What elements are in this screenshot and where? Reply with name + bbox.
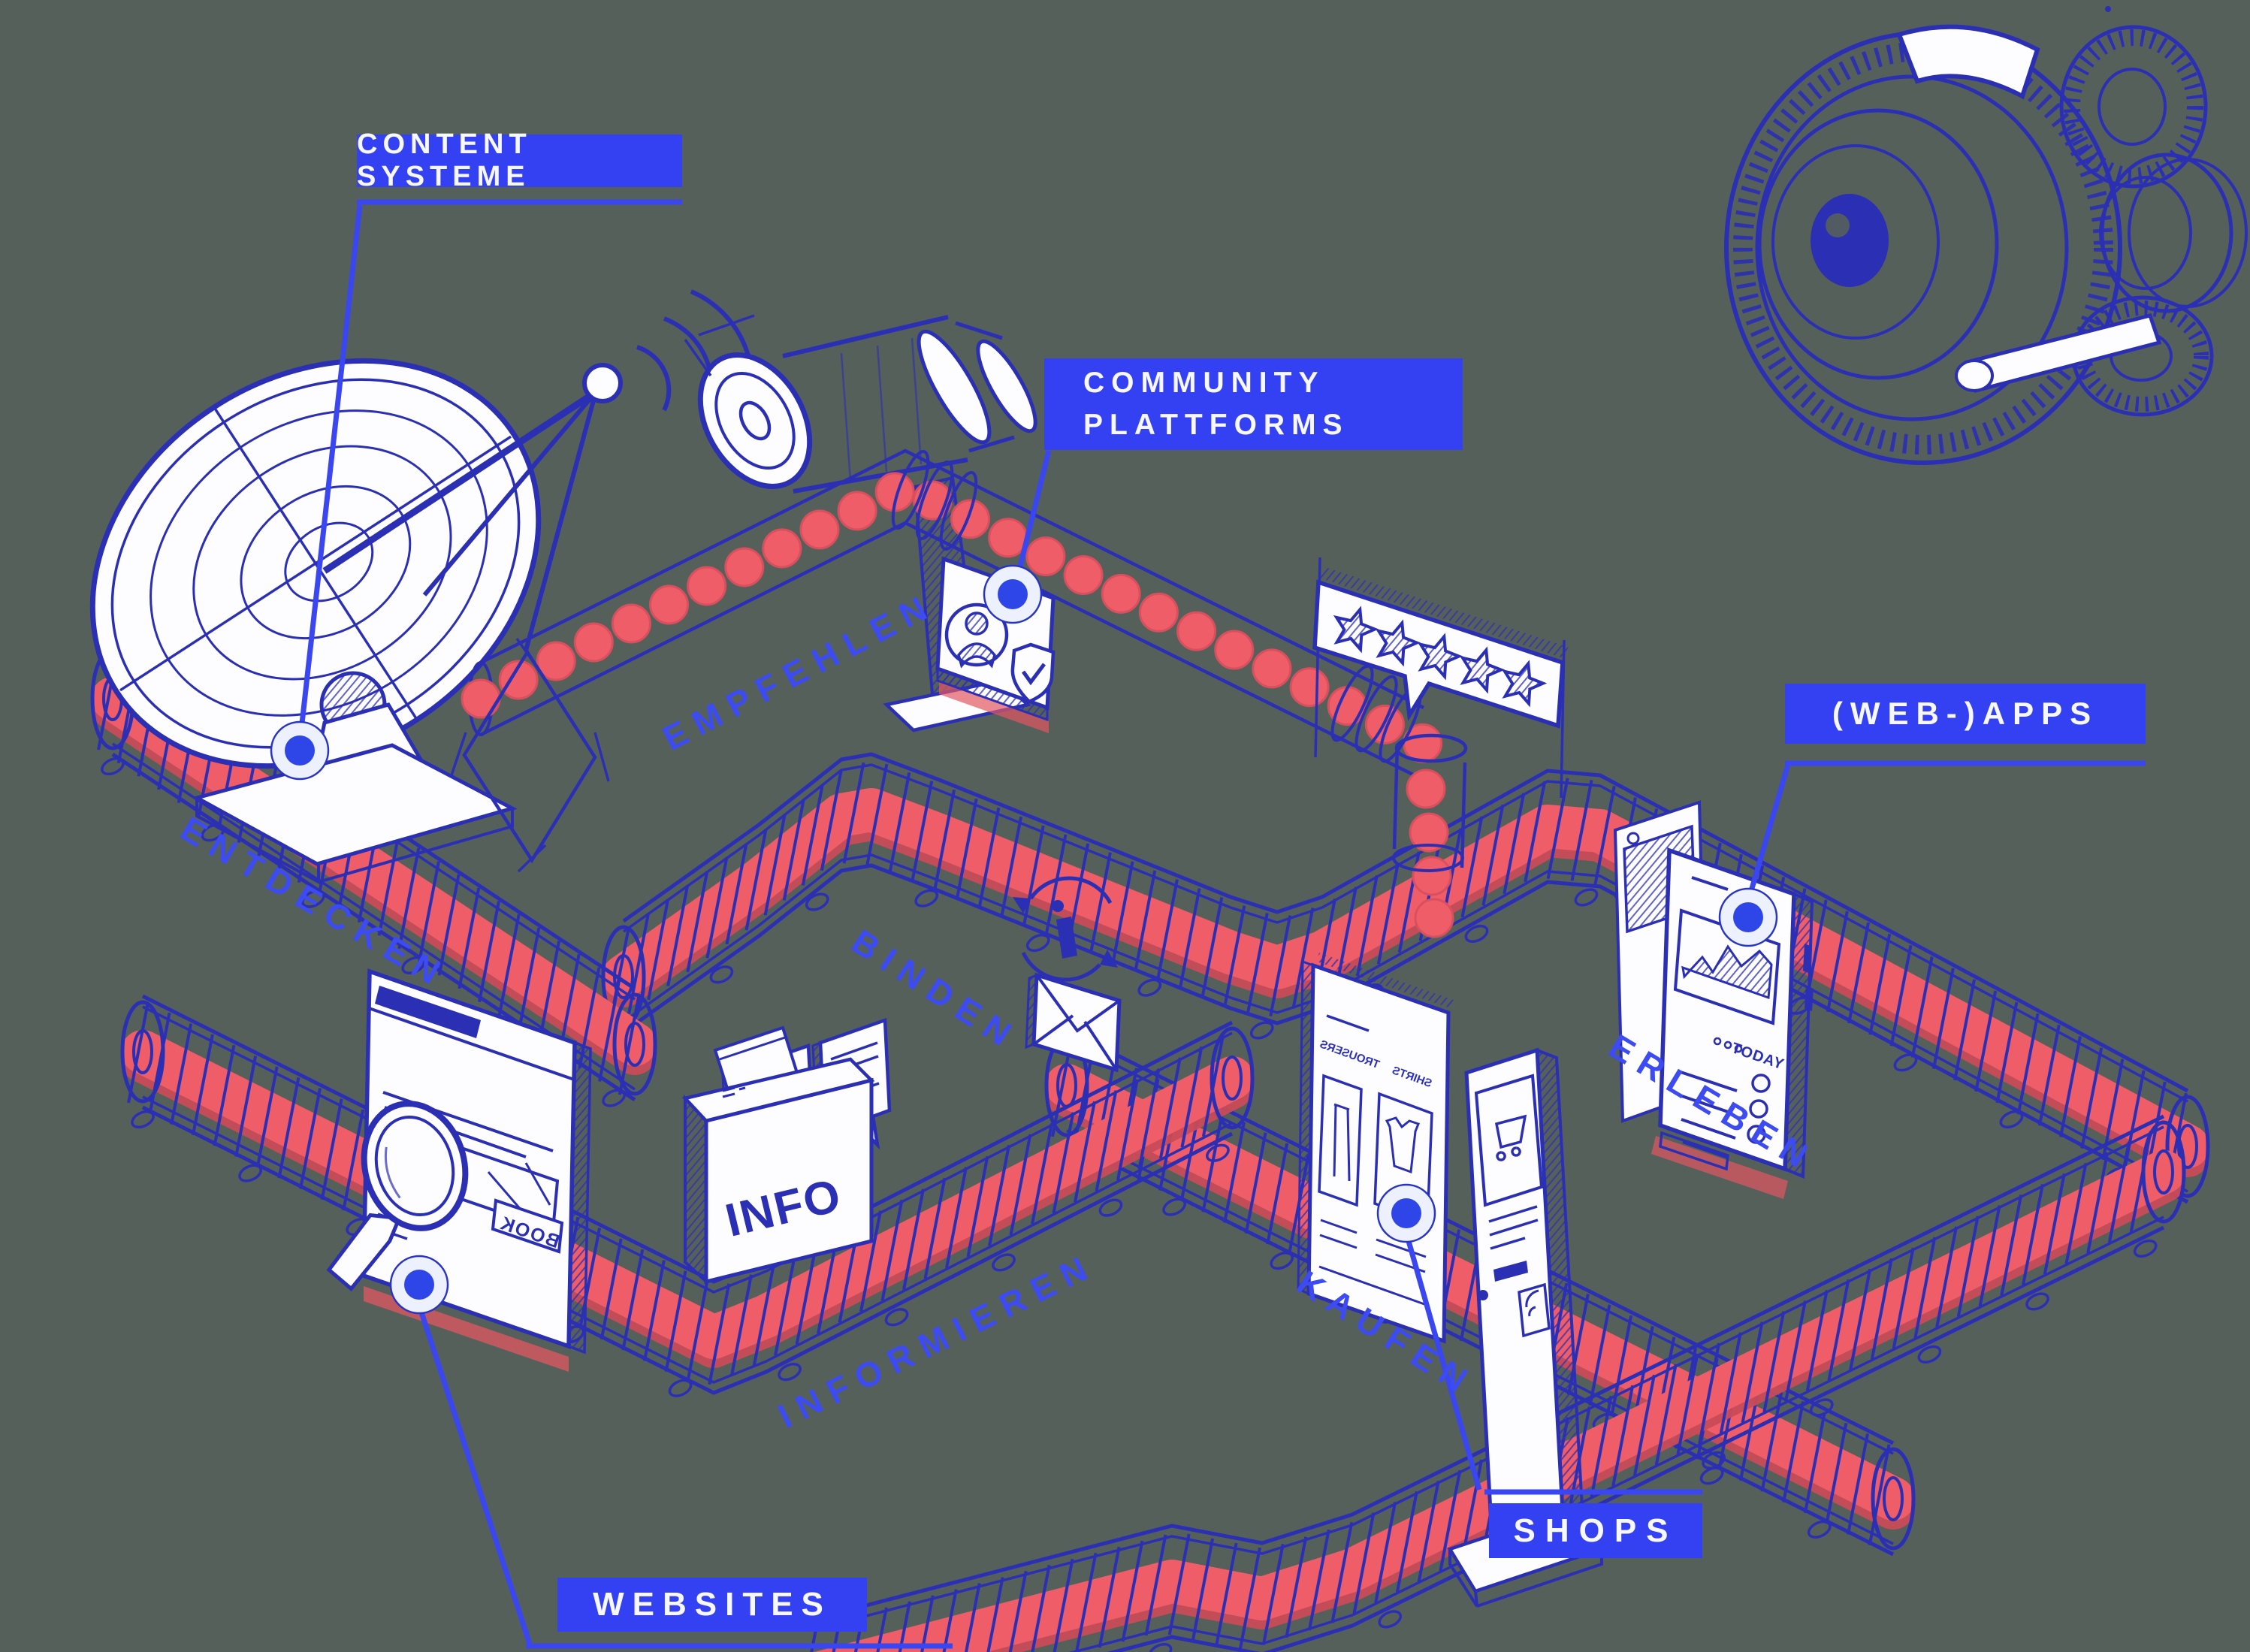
five-star-rating-icon bbox=[1312, 557, 1569, 799]
leader-line bbox=[418, 1311, 533, 1645]
smartphone-icon: TODAY bbox=[1613, 800, 1814, 1199]
info-desk-icon: INFO bbox=[681, 1025, 875, 1285]
star-icon bbox=[1417, 633, 1463, 681]
envelope-icon bbox=[1025, 972, 1122, 1073]
connector-dot bbox=[1718, 887, 1778, 947]
star-icon bbox=[1459, 646, 1506, 694]
magnifier-icon bbox=[326, 1101, 469, 1292]
label-content-systeme: CONTENT SYSTEME bbox=[357, 128, 682, 192]
track-word-empfehlen: EMPFEHLEN bbox=[657, 584, 941, 758]
label-shops: SHOPS bbox=[1489, 1503, 1702, 1558]
connector-dot bbox=[389, 1255, 449, 1315]
star-icon bbox=[1375, 619, 1421, 667]
label-websites: WEBSITES bbox=[557, 1578, 867, 1632]
connector-dot bbox=[270, 720, 330, 781]
leader-line bbox=[1406, 1240, 1482, 1490]
label-web-apps: (WEB-)APPS bbox=[1785, 684, 2146, 744]
connector-dot bbox=[983, 564, 1043, 624]
gear-machine-icon bbox=[1724, 6, 2248, 465]
label-content-systeme-text: CONTENT SYSTEME bbox=[357, 128, 532, 192]
leader-line bbox=[299, 204, 363, 724]
leader-line bbox=[1013, 450, 1052, 585]
leader-line bbox=[1748, 764, 1791, 892]
label-community-line1: COMMUNITY bbox=[1083, 367, 1325, 399]
satellite-dish-icon bbox=[89, 289, 755, 885]
label-websites-text: WEBSITES bbox=[593, 1586, 832, 1623]
label-community-line2: PLATTFORMS bbox=[1083, 409, 1349, 441]
label-shops-text: SHOPS bbox=[1513, 1512, 1678, 1549]
star-icon bbox=[1333, 606, 1379, 654]
shop-sign-icon: TROUSERS SHIRTS bbox=[1297, 953, 1454, 1344]
star-icon bbox=[1501, 660, 1548, 708]
connector-dot bbox=[1376, 1183, 1436, 1243]
info-sync-icon bbox=[1013, 876, 1118, 982]
chain-tube-icon bbox=[449, 448, 1468, 938]
label-web-apps-text: (WEB-)APPS bbox=[1832, 696, 2099, 731]
label-community-plattforms: COMMUNITY PLATTFORMS bbox=[1044, 358, 1463, 450]
